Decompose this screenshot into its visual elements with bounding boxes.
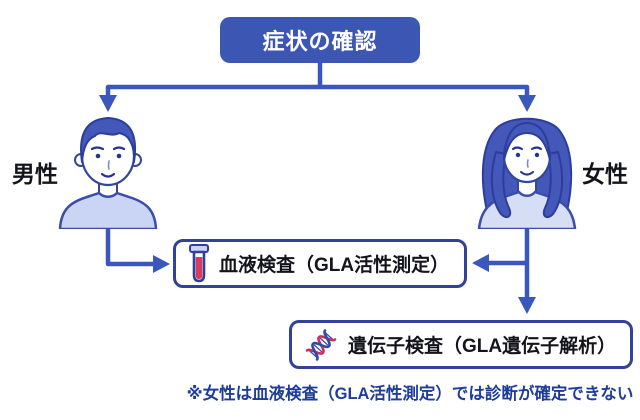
blood-test-label: 血液検査（GLA活性測定）	[219, 255, 450, 276]
genetic-test-label: 遺伝子検査（GLA遺伝子解析）	[348, 336, 617, 357]
dna-icon	[298, 323, 344, 365]
test-tube-icon	[186, 243, 212, 284]
symptom-check-box: 症状の確認	[220, 17, 420, 63]
arrowhead-to-male	[99, 95, 117, 112]
arrowhead-female-blood	[472, 254, 489, 272]
footnote: ※女性は血液検査（GLA活性測定）では診断が確定できない	[186, 385, 634, 403]
blood-test-box: 血液検査（GLA活性測定）	[173, 239, 467, 288]
arrowhead-female-genetic	[518, 297, 536, 314]
female-person-icon	[477, 117, 577, 231]
arrowhead-to-female	[518, 95, 536, 112]
arrow-branch-bar	[105, 84, 530, 97]
male-avatar	[56, 110, 160, 231]
symptom-check-label: 症状の確認	[262, 29, 378, 54]
male-person-icon	[58, 117, 158, 231]
female-label: 女性	[582, 161, 628, 187]
female-avatar	[471, 110, 583, 231]
arrow-male-to-blood	[105, 226, 154, 267]
male-label: 男性	[12, 161, 58, 187]
genetic-test-box: 遺伝子検査（GLA遺伝子解析）	[289, 320, 633, 369]
arrowhead-male-blood	[153, 255, 170, 273]
